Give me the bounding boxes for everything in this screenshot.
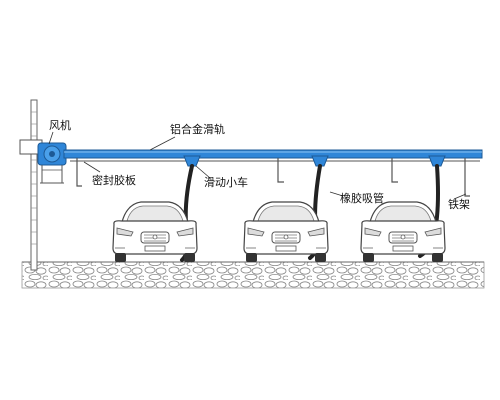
car-3 (360, 201, 446, 263)
ground-strip (21, 261, 485, 289)
rail-hangers (76, 158, 470, 197)
hose-label: 橡胶吸管 (340, 191, 384, 205)
fan-unit (19, 139, 67, 184)
trolley-label: 滑动小车 (204, 175, 248, 189)
trolley-3 (428, 155, 446, 167)
fan-label: 风机 (49, 118, 71, 132)
aluminum-rail (63, 149, 483, 159)
wall-post (30, 99, 38, 271)
leader-lines (48, 131, 467, 200)
bracket-label: 铁架 (448, 198, 470, 211)
rail-label: 铝合金滑轨 (170, 122, 225, 136)
seal-label: 密封胶板 (92, 173, 136, 187)
trolley-2 (311, 155, 329, 167)
